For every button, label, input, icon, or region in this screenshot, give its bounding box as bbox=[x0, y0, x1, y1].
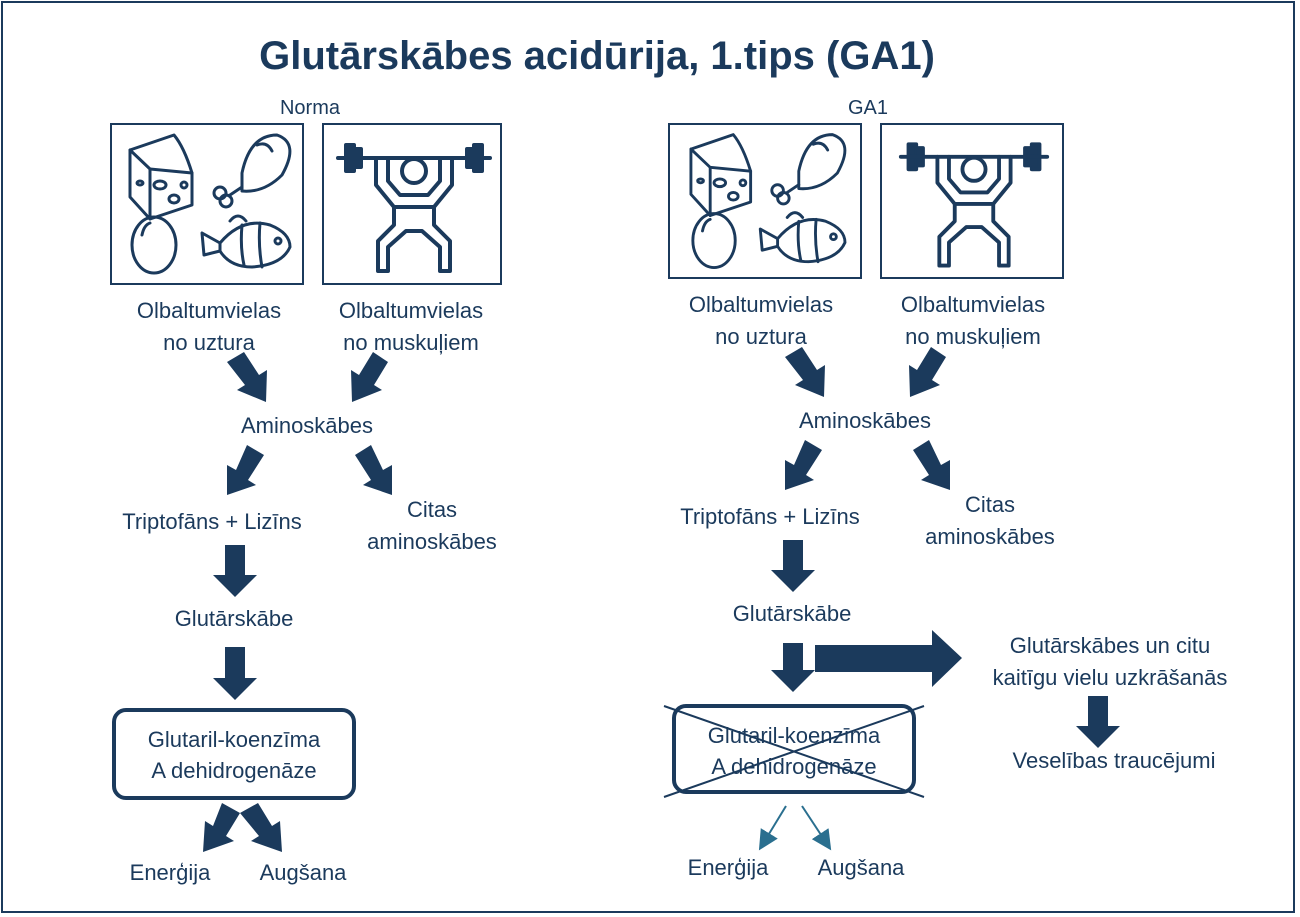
ga1-protein-food-line2: no uztura bbox=[715, 324, 807, 349]
normal-enzyme-line2: A dehidrogenāze bbox=[151, 758, 317, 783]
ga1-other-amino-line2: aminoskābes bbox=[925, 524, 1055, 549]
cheese-icon bbox=[128, 133, 194, 221]
ga1-food-box bbox=[668, 123, 862, 279]
normal-food-box bbox=[110, 123, 304, 285]
ga1-other-amino-line1: Citas bbox=[964, 492, 1016, 517]
normal-protein-food-line1: Olbaltumvielas bbox=[136, 298, 282, 323]
normal-trp-lys: Triptofāns + Lizīns bbox=[122, 509, 302, 534]
normal-enzyme-line1: Glutaril-koenzīma bbox=[147, 727, 321, 752]
ga1-accumulation-line2: kaitīgu vielu uzkrāšanās bbox=[992, 665, 1228, 690]
ga1-muscle-box bbox=[880, 123, 1064, 279]
chicken-leg-icon bbox=[212, 133, 292, 209]
normal-glutaric: Glutārskābe bbox=[174, 606, 294, 631]
normal-protein-muscle-line2: no muskuļiem bbox=[343, 330, 479, 355]
normal-protein-muscle-line1: Olbaltumvielas bbox=[338, 298, 484, 323]
normal-protein-food-line2: no uztura bbox=[163, 330, 255, 355]
normal-other-amino-line1: Citas bbox=[406, 497, 458, 522]
cheese-icon bbox=[689, 133, 753, 217]
normal-growth: Augšana bbox=[259, 860, 347, 885]
ga1-accumulation-line1: Glutārskābes un citu bbox=[1009, 633, 1211, 658]
ga1-enzyme-line2: A dehidrogenāze bbox=[711, 754, 877, 779]
ga1-protein-food-line1: Olbaltumvielas bbox=[688, 292, 834, 317]
normal-amino: Aminoskābes bbox=[240, 413, 374, 438]
fish-icon bbox=[200, 214, 292, 269]
ga1-growth: Augšana bbox=[817, 855, 905, 880]
normal-energy: Enerģija bbox=[129, 860, 211, 885]
weightlifter-icon bbox=[898, 142, 1050, 268]
ga1-protein-muscle-line2: no muskuļiem bbox=[905, 324, 1041, 349]
normal-muscle-icons bbox=[336, 143, 492, 273]
ga1-enzyme-line1: Glutaril-koenzīma bbox=[707, 723, 881, 748]
egg-icon bbox=[130, 215, 178, 275]
ga1-glutaric: Glutārskābe bbox=[732, 601, 852, 626]
ga1-food-icons bbox=[689, 133, 847, 269]
ga1-amino: Aminoskābes bbox=[798, 408, 932, 433]
normal-other-amino-line2: aminoskābes bbox=[367, 529, 497, 554]
ga1-trp-lys: Triptofāns + Lizīns bbox=[680, 504, 860, 529]
normal-heading: Norma bbox=[279, 97, 340, 119]
egg-icon bbox=[691, 212, 737, 269]
normal-enzyme-box: Glutaril-koenzīma A dehidrogenāze bbox=[112, 708, 356, 800]
normal-muscle-box bbox=[322, 123, 502, 285]
diagram-title: Glutārskābes acidūrija, 1.tips (GA1) bbox=[259, 34, 935, 78]
ga1-health: Veselības traucējumi bbox=[1012, 748, 1216, 773]
ga1-protein-muscle-line1: Olbaltumvielas bbox=[900, 292, 1046, 317]
chicken-leg-icon bbox=[770, 133, 847, 206]
normal-food-icons bbox=[128, 133, 292, 275]
ga1-heading: GA1 bbox=[847, 97, 889, 119]
ga1-energy: Enerģija bbox=[687, 855, 769, 880]
ga1-enzyme-box: Glutaril-koenzīma A dehidrogenāze bbox=[672, 704, 916, 794]
ga1-muscle-icons bbox=[898, 142, 1050, 268]
fish-icon bbox=[758, 211, 847, 264]
weightlifter-icon bbox=[336, 143, 492, 273]
